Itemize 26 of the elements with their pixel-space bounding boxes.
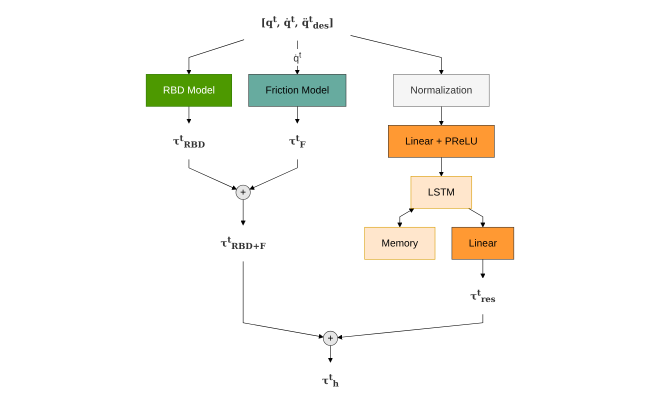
arrow: [242, 261, 324, 339]
arrow: [186, 39, 244, 75]
arrow: [240, 199, 246, 226]
node-circle: +: [236, 184, 251, 200]
arrow: [468, 208, 486, 228]
node-box: Friction Model: [248, 74, 346, 107]
arrow: [294, 106, 300, 124]
arrow: [397, 208, 414, 228]
arrow: [480, 259, 486, 278]
arrow: [350, 35, 444, 75]
edge-label: q̇$^{t}$: [293, 50, 302, 64]
node-circle: +: [322, 330, 338, 346]
node-box: Memory: [364, 226, 436, 260]
arrow: [337, 314, 484, 340]
node-text: [q$^{t}$, q̇$^{t}$, q̈$^{t}$$_{des}$]: [260, 14, 334, 31]
arrow: [188, 159, 237, 190]
arrow: [438, 106, 444, 126]
node-box: Linear + PReLU: [388, 125, 495, 158]
arrow: [438, 157, 444, 176]
node-box: Normalization: [393, 74, 490, 107]
node-box: LSTM: [410, 176, 472, 209]
node-box: Linear: [452, 226, 514, 260]
arrow: [328, 345, 333, 363]
arrow: [249, 159, 298, 190]
arrow: [186, 106, 192, 124]
node-box: RBD Model: [146, 74, 232, 107]
